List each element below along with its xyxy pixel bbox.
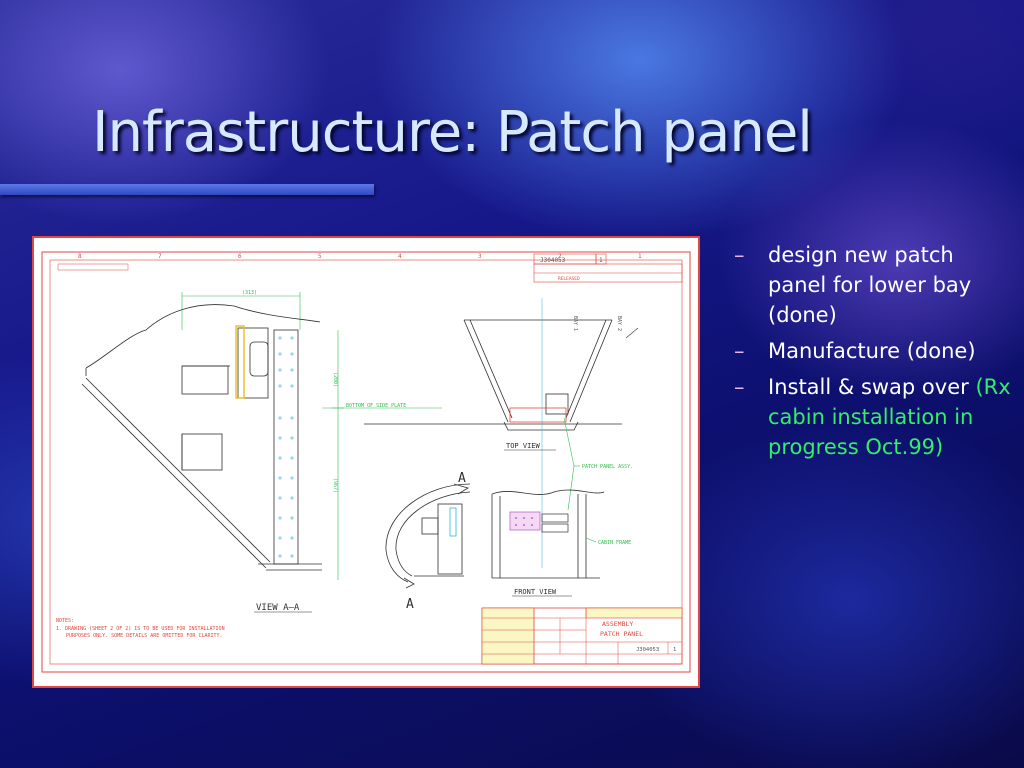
patch-panel-drawing-svg: 8 7 6 5 4 3 2 1 J304053 1 RELEASED	[41, 251, 691, 673]
zone-number: 2	[558, 253, 562, 260]
patch-panel-assy-label: PATCH PANEL ASSY.	[582, 464, 633, 470]
bullet-list: – design new patch panel for lower bay (…	[734, 240, 1018, 468]
bay2-label: BAY 2	[616, 316, 622, 331]
zone-number: 8	[78, 253, 82, 260]
sheet-number-top: 1	[599, 257, 603, 264]
drawing-number: J304053	[636, 647, 659, 653]
bullet-item: – Install & swap over (Rx cabin installa…	[734, 372, 1018, 462]
front-view-label: FRONT VIEW	[514, 588, 557, 596]
bullet-highlight-text: (Rx cabin installation in progress Oct.9…	[768, 375, 1011, 459]
top-left-note-box	[57, 263, 129, 271]
notes-line1: 1. DRAWING (SHEET 2 OF 2) IS TO BE USED …	[56, 626, 225, 632]
bay1-label: BAY 1	[572, 316, 578, 331]
top-view-panel-red	[509, 407, 567, 423]
title-block: ASSEMBLY PATCH PANEL J304053 1	[481, 607, 683, 665]
zone-number: 6	[238, 253, 242, 260]
bullet-text: Manufacture (done)	[768, 339, 976, 363]
patch-panel-side-yellow	[235, 325, 245, 399]
title-line2: PATCH PANEL	[600, 630, 643, 638]
zone-number: 4	[398, 253, 402, 260]
bullet-text: design new patch panel for lower bay (do…	[768, 243, 972, 327]
bullet-item: – design new patch panel for lower bay (…	[734, 240, 1018, 330]
notes-line2: PURPOSES ONLY. SOME DETAILS ARE OMITTED …	[66, 633, 223, 639]
bullet-text: Install & swap over	[768, 375, 969, 399]
title-line1: ASSEMBLY	[602, 620, 633, 628]
front-view: CABIN FRAME FRONT VIEW	[491, 489, 631, 597]
section-a-lower: A	[406, 597, 414, 612]
dim-lower: (967)	[332, 478, 338, 493]
engineering-drawing: 8 7 6 5 4 3 2 1 J304053 1 RELEASED	[32, 236, 700, 688]
zone-number: 1	[638, 253, 642, 260]
bullet-dash: –	[734, 339, 745, 363]
dim-upper: (200)	[332, 372, 338, 387]
drawing-inner-border	[49, 259, 683, 665]
top-view-label: TOP VIEW	[506, 442, 541, 450]
connector-markers	[278, 336, 294, 558]
notes-heading: NOTES:	[56, 618, 74, 624]
section-detail: A A	[385, 471, 471, 612]
slide-title: Infrastructure: Patch panel	[92, 100, 813, 165]
bullet-item: – Manufacture (done)	[734, 336, 1018, 366]
bullet-dash: –	[734, 375, 745, 399]
top-view: BAY 1 BAY 2 TOP VIEW	[364, 298, 639, 568]
revision-block	[533, 253, 683, 283]
bottom-of-side-plate-label: BOTTOM OF SIDE PLATE	[346, 403, 406, 409]
drawing-number-top: J304053	[540, 257, 566, 264]
cabin-frame-label: CABIN FRAME	[598, 540, 631, 546]
released-label: RELEASED	[558, 276, 580, 282]
border-zone-numbers: 8 7 6 5 4 3 2 1	[78, 253, 642, 260]
patch-panel-leader	[563, 417, 580, 511]
section-a-upper: A	[458, 471, 466, 486]
sheet-number: 1	[673, 647, 676, 653]
bullet-dash: –	[734, 243, 745, 267]
drawing-notes: NOTES: 1. DRAWING (SHEET 2 OF 2) IS TO B…	[56, 618, 225, 639]
title-underline-bar	[0, 184, 374, 195]
drawing-border	[41, 251, 691, 673]
front-panel-left	[509, 511, 541, 531]
zone-number: 5	[318, 253, 322, 260]
zone-number: 7	[158, 253, 162, 260]
view-aa-section: (313) (200) (967) BOTTOM OF SIDE PLATE	[81, 290, 442, 613]
view-aa-label: VIEW A–A	[256, 603, 300, 613]
zone-number: 3	[478, 253, 482, 260]
dim-top: (313)	[242, 290, 257, 296]
